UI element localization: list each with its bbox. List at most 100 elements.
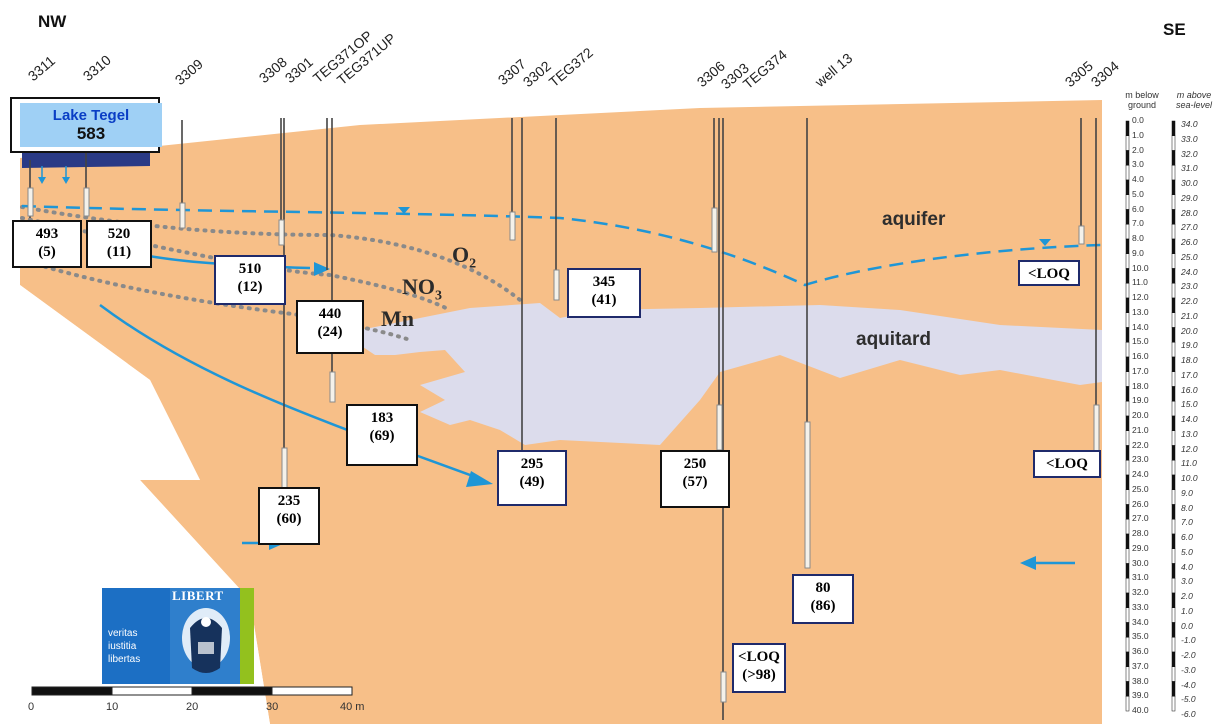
depth-above-sea-label: 15.0 [1181, 399, 1198, 409]
depth-bar-segment-below [1126, 446, 1129, 461]
depth-below-ground-label: 2.0 [1132, 145, 1144, 155]
depth-bar-segment-above [1172, 652, 1175, 667]
depth-bar-segment-above [1172, 505, 1175, 520]
depth-below-ground-label: 39.0 [1132, 690, 1149, 700]
scale-header-above-sea: m abovesea-level [1166, 90, 1222, 110]
depth-above-sea-label: -4.0 [1181, 680, 1196, 690]
depth-below-ground-label: 28.0 [1132, 528, 1149, 538]
depth-bar-segment-below [1126, 475, 1129, 490]
depth-bar-segment-above [1172, 667, 1175, 682]
depth-bar-segment-above [1172, 519, 1175, 534]
depth-above-sea-label: -3.0 [1181, 665, 1196, 675]
depth-bar-segment-below [1126, 519, 1129, 534]
depth-above-sea-label: 8.0 [1181, 503, 1193, 513]
lake-tegel-box: Lake Tegel 583 [10, 97, 160, 153]
depth-below-ground-label: 5.0 [1132, 189, 1144, 199]
value-box-250: 250(57) [660, 450, 730, 508]
depth-bar-segment-above [1172, 165, 1175, 180]
direction-label-nw: NW [38, 12, 66, 32]
depth-below-ground-label: 33.0 [1132, 602, 1149, 612]
university-logo: veritas iustitia libertas LIBERT [102, 588, 254, 684]
depth-bar-segment-below [1126, 254, 1129, 269]
depth-bar-segment-below [1126, 313, 1129, 328]
depth-below-ground-label: 10.0 [1132, 263, 1149, 273]
depth-bar-segment-below [1126, 608, 1129, 623]
value-box-80: 80(86) [792, 574, 854, 624]
depth-below-ground-label: 7.0 [1132, 218, 1144, 228]
depth-above-sea-label: 32.0 [1181, 149, 1198, 159]
depth-bar-segment-below [1126, 342, 1129, 357]
depth-above-sea-label: 29.0 [1181, 193, 1198, 203]
aquitard-label: aquitard [856, 329, 931, 351]
depth-bar-segment-above [1172, 446, 1175, 461]
depth-above-sea-label: 19.0 [1181, 340, 1198, 350]
depth-above-sea-label: 16.0 [1181, 385, 1198, 395]
depth-above-sea-label: 5.0 [1181, 547, 1193, 557]
depth-bar-segment-above [1172, 151, 1175, 166]
depth-below-ground-label: 32.0 [1132, 587, 1149, 597]
depth-below-ground-label: 17.0 [1132, 366, 1149, 376]
depth-bar-segment-above [1172, 298, 1175, 313]
depth-above-sea-label: -1.0 [1181, 635, 1196, 645]
depth-below-ground-label: 18.0 [1132, 381, 1149, 391]
depth-bar-segment-below [1126, 165, 1129, 180]
depth-above-sea-label: 31.0 [1181, 163, 1198, 173]
depth-above-sea-label: 10.0 [1181, 473, 1198, 483]
depth-above-sea-label: 6.0 [1181, 532, 1193, 542]
depth-above-sea-label: 18.0 [1181, 355, 1198, 365]
depth-bar-segment-above [1172, 195, 1175, 210]
depth-above-sea-label: 2.0 [1181, 591, 1193, 601]
aquifer-label: aquifer [882, 209, 945, 231]
depth-bar-segment-below [1126, 180, 1129, 195]
depth-bar-segment-above [1172, 342, 1175, 357]
depth-bar-segment-above [1172, 136, 1175, 151]
depth-above-sea-label: 13.0 [1181, 429, 1198, 439]
depth-bar-segment-below [1126, 357, 1129, 372]
depth-above-sea-label: 27.0 [1181, 222, 1198, 232]
depth-below-ground-label: 8.0 [1132, 233, 1144, 243]
depth-below-ground-label: 3.0 [1132, 159, 1144, 169]
value-box-345: 345(41) [567, 268, 641, 318]
depth-bar-segment-above [1172, 637, 1175, 652]
depth-above-sea-label: -5.0 [1181, 694, 1196, 704]
depth-bar-segment-above [1172, 387, 1175, 402]
depth-above-sea-label: 26.0 [1181, 237, 1198, 247]
depth-bar-segment-above [1172, 121, 1175, 136]
depth-bar-segment-below [1126, 652, 1129, 667]
depth-bar-segment-below [1126, 387, 1129, 402]
depth-bar-segment-above [1172, 578, 1175, 593]
depth-above-sea-label: 22.0 [1181, 296, 1198, 306]
depth-bar-segment-above [1172, 416, 1175, 431]
depth-above-sea-label: 28.0 [1181, 208, 1198, 218]
depth-below-ground-label: 38.0 [1132, 676, 1149, 686]
depth-below-ground-label: 31.0 [1132, 572, 1149, 582]
value-box-loq-lower: <LOQ [1033, 450, 1101, 478]
depth-bar-segment-below [1126, 578, 1129, 593]
direction-label-se: SE [1163, 20, 1186, 40]
depth-below-ground-label: 15.0 [1132, 336, 1149, 346]
depth-bar-segment-below [1126, 416, 1129, 431]
depth-above-sea-label: 9.0 [1181, 488, 1193, 498]
depth-bar-segment-below [1126, 121, 1129, 136]
depth-below-ground-label: 4.0 [1132, 174, 1144, 184]
lake-tegel-fill: Lake Tegel 583 [20, 103, 162, 147]
depth-bar-segment-above [1172, 696, 1175, 711]
depth-below-ground-label: 19.0 [1132, 395, 1149, 405]
depth-above-sea-label: 17.0 [1181, 370, 1198, 380]
depth-above-sea-label: -2.0 [1181, 650, 1196, 660]
depth-bar-segment-above [1172, 431, 1175, 446]
depth-bar-segment-below [1126, 151, 1129, 166]
depth-bar-segment-above [1172, 475, 1175, 490]
depth-bar-segment-above [1172, 313, 1175, 328]
depth-above-sea-label: 14.0 [1181, 414, 1198, 424]
depth-bar-segment-below [1126, 136, 1129, 151]
scale-bar [32, 687, 352, 695]
depth-below-ground-label: 34.0 [1132, 617, 1149, 627]
depth-below-ground-label: 35.0 [1132, 631, 1149, 641]
depth-bar-segment-above [1172, 254, 1175, 269]
depth-above-sea-label: 25.0 [1181, 252, 1198, 262]
depth-bar-segment-above [1172, 608, 1175, 623]
mn-label: Mn [381, 306, 414, 332]
